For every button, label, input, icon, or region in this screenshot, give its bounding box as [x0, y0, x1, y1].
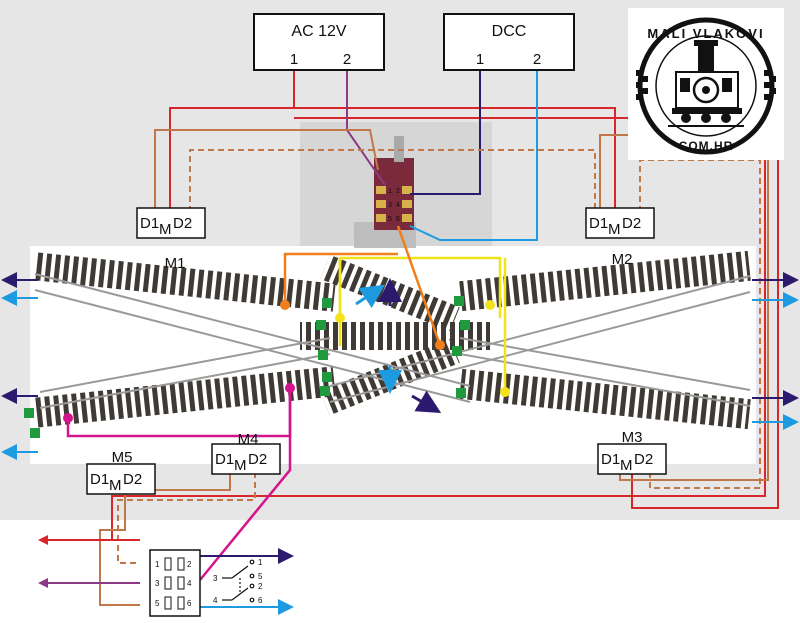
solder-point [63, 413, 73, 423]
dcc-pin1: 1 [476, 51, 484, 68]
wires [40, 70, 779, 606]
m2-label: M2 [612, 251, 633, 268]
svg-text:M: M [109, 477, 122, 494]
svg-text:D1: D1 [601, 451, 620, 468]
svg-text:6: 6 [396, 216, 400, 223]
svg-text:2: 2 [396, 188, 400, 195]
solder-point [280, 300, 290, 310]
svg-text:4: 4 [187, 579, 192, 588]
ac-title: AC 12V [291, 23, 346, 40]
svg-text:D2: D2 [123, 471, 142, 488]
svg-text:D2: D2 [622, 215, 641, 232]
m3-label: M3 [622, 429, 643, 446]
svg-text:1: 1 [388, 188, 392, 195]
double-slip-track [34, 250, 751, 430]
m5-label: M5 [112, 449, 133, 466]
switch-schematic: 1 2 3 4 5 6 3 4 1 5 2 6 [149, 549, 263, 617]
mali-vlakovi-logo: MALI VLAKOVI COM.HR [628, 8, 784, 160]
svg-text:5: 5 [258, 572, 263, 581]
svg-text:4: 4 [213, 596, 218, 605]
toggle-pin-labels: 1 2 3 4 5 6 [388, 188, 400, 223]
svg-text:6: 6 [187, 599, 192, 608]
logo-top-text: MALI VLAKOVI [647, 26, 764, 41]
dcc-pin2: 2 [533, 51, 541, 68]
svg-text:D1: D1 [589, 215, 608, 232]
locomotive-icon [668, 40, 744, 127]
svg-text:4: 4 [396, 202, 400, 209]
svg-text:M: M [234, 457, 247, 474]
motor-box-m1: D1 M D2 [136, 207, 206, 239]
ac-pin2: 2 [343, 51, 351, 68]
svg-text:5: 5 [388, 216, 392, 223]
svg-text:D1: D1 [90, 471, 109, 488]
edge-arrows [1, 272, 799, 615]
svg-text:3: 3 [388, 202, 392, 209]
svg-text:D1: D1 [140, 215, 159, 232]
svg-text:1: 1 [258, 558, 263, 567]
svg-text:D2: D2 [634, 451, 653, 468]
solder-point [500, 387, 510, 397]
svg-text:1: 1 [155, 560, 160, 569]
dcc-power-box: DCC 1 2 [443, 13, 575, 71]
toggle-switch-photo [300, 122, 492, 248]
svg-text:5: 5 [155, 599, 160, 608]
motor-box-m2: D1 M D2 [585, 207, 655, 239]
logo-bottom-text: COM.HR [679, 139, 734, 153]
svg-text:M: M [620, 457, 633, 474]
svg-text:2: 2 [258, 582, 263, 591]
svg-text:M: M [159, 221, 172, 238]
m1-label: M1 [165, 255, 186, 272]
solder-point [335, 313, 345, 323]
motor-box-m3: D1 M D2 [597, 443, 667, 475]
ac-pin1: 1 [290, 51, 298, 68]
dcc-title: DCC [492, 23, 527, 40]
contact-pads [24, 296, 470, 438]
svg-text:3: 3 [155, 579, 160, 588]
ac-power-box: AC 12V 1 2 [253, 13, 385, 71]
svg-text:D2: D2 [173, 215, 192, 232]
svg-text:6: 6 [258, 596, 263, 605]
svg-text:D2: D2 [248, 451, 267, 468]
motor-box-m4: D1 M D2 [211, 443, 281, 475]
svg-text:M: M [608, 221, 621, 238]
solder-point [485, 300, 495, 310]
svg-text:2: 2 [187, 560, 192, 569]
motor-box-m5: D1 M D2 [86, 463, 156, 495]
svg-text:3: 3 [213, 574, 218, 583]
solder-point [435, 340, 445, 350]
solder-point [285, 383, 295, 393]
svg-text:D1: D1 [215, 451, 234, 468]
